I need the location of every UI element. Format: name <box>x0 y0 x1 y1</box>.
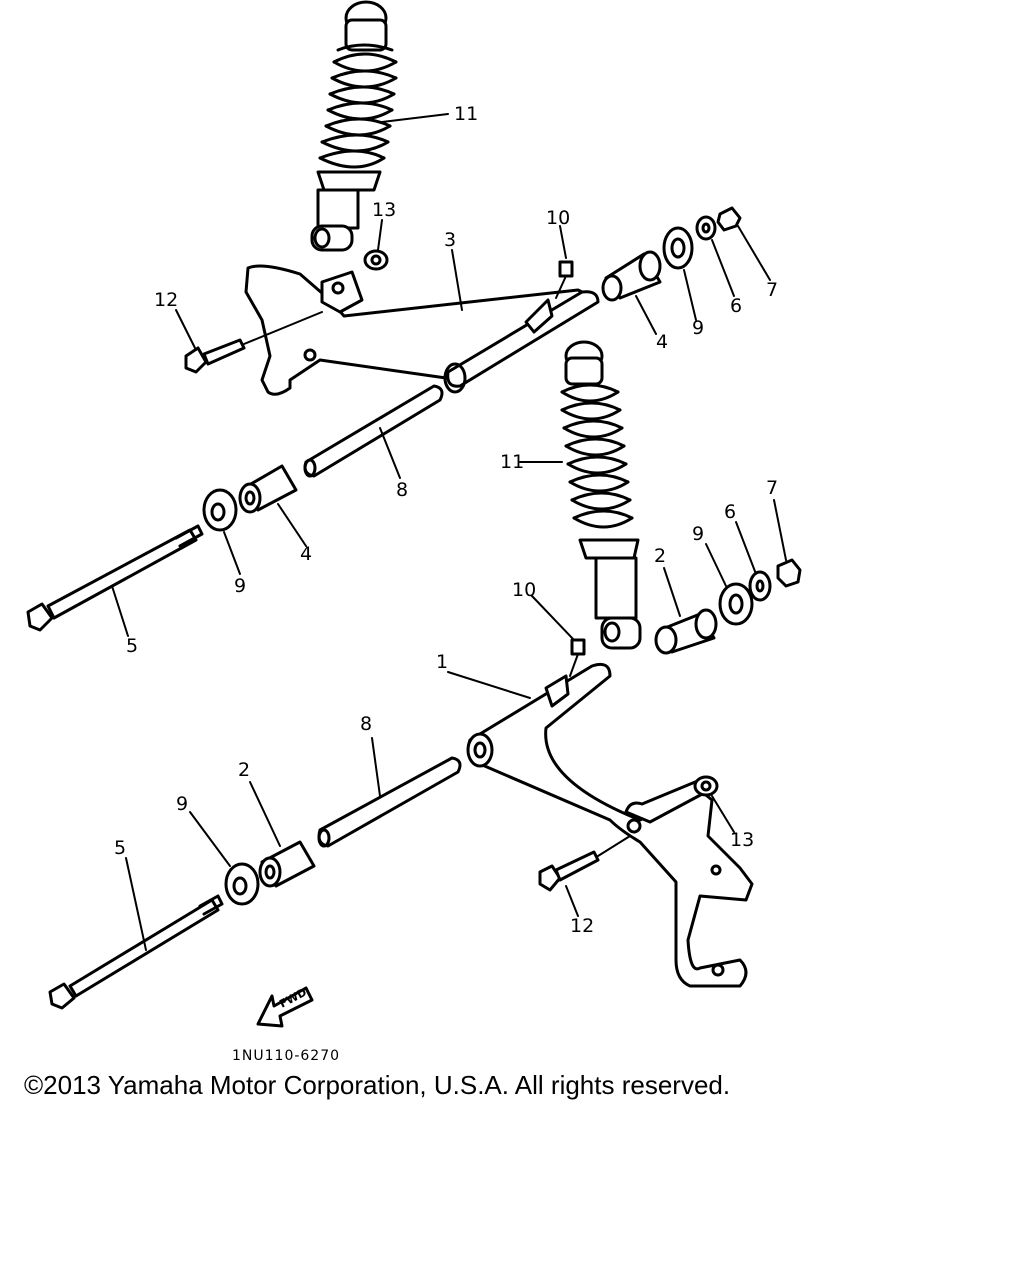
callout-labels: 11 13 3 10 12 4 9 6 7 8 4 9 5 11 7 6 9 2… <box>114 103 778 937</box>
callout-10: 10 <box>512 579 536 601</box>
callout-7: 7 <box>766 279 778 301</box>
nut-13-upper <box>363 249 389 271</box>
callout-4: 4 <box>656 331 668 353</box>
callout-10: 10 <box>546 207 570 229</box>
callout-5: 5 <box>114 837 126 859</box>
bushing-4-upper-right <box>601 250 662 302</box>
shaft-8-upper <box>303 384 444 478</box>
nut-7-lower-right <box>776 558 802 588</box>
bolt-5-lower <box>48 894 224 1010</box>
nut-13-lower <box>693 775 719 797</box>
bolt-5-upper <box>26 524 204 632</box>
callout-9: 9 <box>176 793 188 815</box>
lower-arm-1 <box>466 662 754 988</box>
shock-absorber-upper <box>310 0 398 252</box>
bushing-2-lower-right <box>654 608 718 655</box>
upper-arm-3 <box>244 264 600 396</box>
callout-12: 12 <box>154 289 178 311</box>
seal-9-lower-right <box>718 582 754 626</box>
callout-1: 1 <box>436 651 448 673</box>
drawing-code: 1NU110-6270 <box>232 1048 340 1064</box>
callout-9: 9 <box>234 575 246 597</box>
shaft-8-lower <box>317 756 462 848</box>
seal-9-upper-left <box>202 488 238 532</box>
washer-6-lower-right <box>748 570 772 602</box>
callout-2: 2 <box>238 759 250 781</box>
nut-7-upper-right <box>716 206 742 232</box>
grease-nipple-10-lower <box>569 638 586 677</box>
callout-3: 3 <box>444 229 456 251</box>
copyright-notice: ©2013 Yamaha Motor Corporation, U.S.A. A… <box>24 1070 731 1100</box>
callout-8: 8 <box>360 713 372 735</box>
bushing-2-lower-left <box>258 840 316 888</box>
bolt-12-lower <box>538 835 631 892</box>
seal-9-lower-left <box>224 862 260 906</box>
callout-6: 6 <box>730 295 742 317</box>
callout-8: 8 <box>396 479 408 501</box>
callout-11: 11 <box>454 103 478 125</box>
shock-absorber-lower <box>560 340 642 650</box>
leader-lines <box>111 113 787 951</box>
callout-2: 2 <box>654 545 666 567</box>
callout-11: 11 <box>500 451 524 473</box>
callout-7: 7 <box>766 477 778 499</box>
callout-9: 9 <box>692 523 704 545</box>
callout-13: 13 <box>372 199 396 221</box>
grease-nipple-10-upper <box>555 260 574 299</box>
seal-9-upper-right <box>662 226 694 270</box>
callout-5: 5 <box>126 635 138 657</box>
callout-12: 12 <box>570 915 594 937</box>
callout-9: 9 <box>692 317 704 339</box>
callout-6: 6 <box>724 501 736 523</box>
bushing-4-upper-left <box>238 464 298 514</box>
washer-6-upper-right <box>695 215 717 241</box>
callout-13: 13 <box>730 829 754 851</box>
fwd-arrow-icon: FWD <box>256 986 314 1028</box>
callout-4: 4 <box>300 543 312 565</box>
